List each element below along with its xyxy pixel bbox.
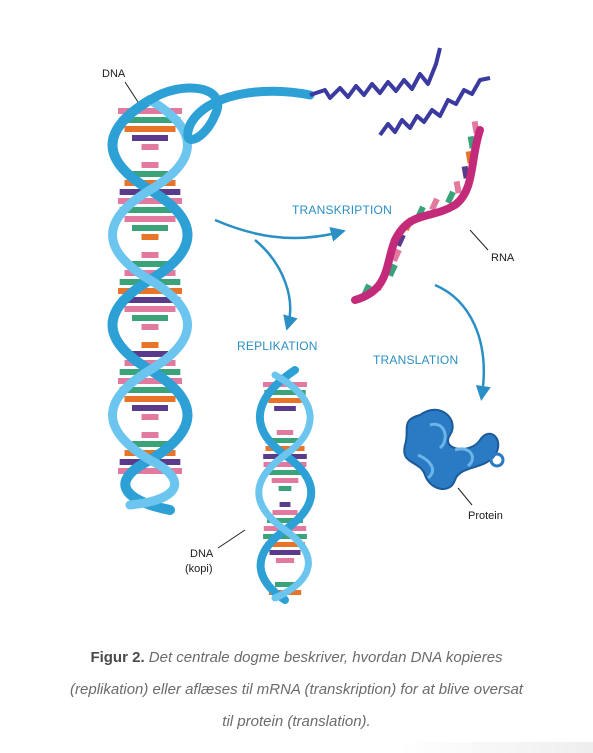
base-pair — [124, 216, 176, 222]
base-pair — [265, 542, 305, 547]
dna-copy-base-pairs — [263, 382, 307, 595]
base-pair — [132, 405, 168, 411]
base-pair — [119, 297, 181, 303]
dna-base-pairs — [118, 108, 182, 474]
caption-line-2: (replikation) eller aflæses til mRNA (tr… — [70, 681, 523, 698]
dna-label: DNA — [102, 68, 126, 80]
base-pair — [118, 468, 182, 474]
rna-base — [429, 197, 440, 212]
transcription-arrow — [214, 218, 346, 242]
caption-figure-label: Figur 2. — [90, 649, 145, 666]
base-pair — [141, 324, 159, 330]
protein-leader-line — [457, 487, 473, 506]
base-pair — [270, 438, 300, 443]
rna-leader-line — [469, 229, 489, 251]
dna-copy-leader-line — [217, 529, 246, 549]
base-pair — [141, 414, 159, 420]
base-pair — [124, 270, 176, 276]
caption-line-3: til protein (translation). — [222, 713, 371, 730]
protein-label: Protein — [468, 510, 503, 522]
base-pair — [118, 108, 182, 114]
rna-base — [445, 190, 456, 205]
rna-strand — [351, 120, 484, 304]
dna-copy-sublabel: (kopi) — [185, 563, 213, 575]
rna-label: RNA — [491, 252, 515, 264]
base-pair — [271, 478, 299, 483]
caption-line-1: Figur 2. Det centrale dogme beskriver, h… — [0, 642, 593, 674]
base-pair — [267, 518, 303, 523]
base-pair — [263, 534, 307, 539]
base-pair — [132, 441, 168, 447]
translation-label: TRANSLATION — [373, 353, 458, 367]
base-pair — [275, 558, 295, 563]
base-pair — [124, 450, 176, 456]
base-pair — [272, 510, 298, 515]
dna-copy-strand-2 — [255, 371, 314, 602]
base-pair — [118, 288, 182, 294]
base-pair — [265, 446, 305, 451]
base-pair — [141, 162, 159, 168]
base-pair — [132, 225, 168, 231]
base-pair — [132, 135, 168, 141]
caption-text-1: Det centrale dogme beskriver, hvordan DN… — [144, 649, 503, 666]
translation-arrow — [434, 283, 491, 401]
base-pair — [119, 117, 181, 123]
dna-unwound-strand-upper — [309, 47, 442, 100]
rna-base — [391, 248, 402, 263]
figure-caption: Figur 2. Det centrale dogme beskriver, h… — [0, 642, 593, 738]
dna-backbone-strand-2 — [108, 95, 192, 510]
base-pair — [141, 432, 159, 438]
base-pair — [119, 207, 181, 213]
base-pair — [141, 252, 159, 258]
rna-base — [453, 180, 462, 194]
base-pair — [279, 502, 291, 507]
replication-label: REPLIKATION — [237, 339, 318, 353]
dna-unwound-strand-lower — [378, 76, 491, 137]
base-pair — [275, 582, 295, 587]
base-pair — [132, 261, 168, 267]
base-pair — [268, 398, 302, 403]
rna-backbone — [351, 126, 484, 304]
dna-helix-large — [107, 47, 491, 515]
base-pair — [124, 306, 176, 312]
base-pair — [269, 550, 301, 555]
central-dogma-diagram: DNA RNA Protein DNA (kopi) TRANSKRIPTION… — [102, 47, 515, 604]
base-pair — [141, 144, 159, 150]
dna-leader-line — [124, 81, 139, 103]
base-pair — [124, 126, 176, 132]
dna-top-loop — [145, 83, 315, 144]
base-pair — [266, 470, 304, 475]
transcription-label: TRANSKRIPTION — [292, 203, 392, 217]
bottom-right-fade — [400, 742, 593, 753]
base-pair — [141, 234, 159, 240]
protein-structure — [403, 408, 505, 490]
base-pair — [124, 180, 176, 186]
base-pair — [141, 342, 159, 348]
base-pair — [124, 396, 176, 402]
rna-base — [387, 263, 398, 278]
base-pair — [274, 406, 296, 411]
base-pair — [118, 378, 182, 384]
dna-copy-label: DNA — [190, 548, 214, 560]
base-pair — [276, 430, 294, 435]
base-pair — [278, 486, 292, 491]
replication-arrow — [254, 239, 298, 331]
dna-helix-copy — [255, 366, 316, 604]
base-pair — [132, 171, 168, 177]
base-pair — [263, 462, 307, 467]
dna-copy-strand-1 — [256, 366, 316, 604]
base-pair — [124, 360, 176, 366]
base-pair — [118, 198, 182, 204]
base-pair — [132, 351, 168, 357]
base-pair — [264, 390, 306, 395]
base-pair — [132, 315, 168, 321]
base-pair — [119, 387, 181, 393]
